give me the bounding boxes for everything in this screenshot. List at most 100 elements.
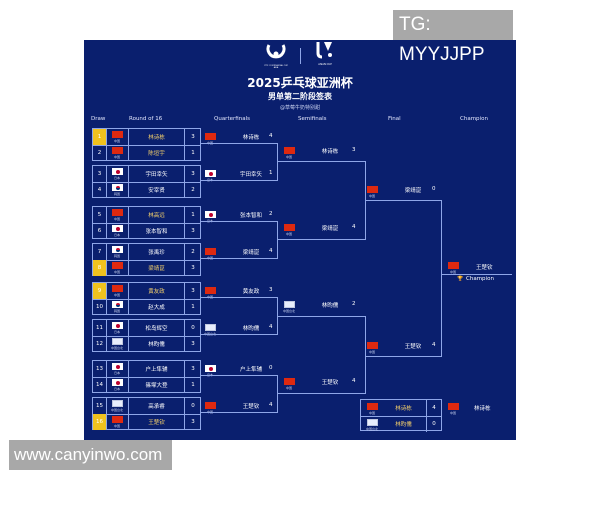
country-label: 中国 <box>368 349 375 354</box>
seed-number: 6 <box>93 223 107 239</box>
logo-divider <box>300 48 301 64</box>
player-name[interactable]: 林诗栋 <box>381 400 427 416</box>
player-name[interactable]: 宇田幸矢 <box>239 172 262 178</box>
player-name[interactable]: 林昀儒 <box>321 303 339 309</box>
seed-number: 8 <box>93 260 107 276</box>
trophy-icon: 🏆 <box>457 276 464 282</box>
row-divider <box>93 336 200 337</box>
player-score: 1 <box>191 212 195 218</box>
bracket-line <box>201 258 277 259</box>
flag-cell <box>107 336 129 352</box>
player-name[interactable]: 张禹珍 <box>129 244 185 260</box>
country-label: 中国 <box>285 385 292 390</box>
player-name[interactable]: 篠塚大登 <box>129 377 185 393</box>
continental-cup-logo: ITTF CONTINENTAL CUP ASIA <box>263 43 289 69</box>
cn-flag-icon <box>448 403 459 410</box>
player-name[interactable]: 户上隼辅 <box>239 367 262 373</box>
player-name[interactable]: 张本智和 <box>129 223 185 239</box>
player-name[interactable]: 户上隼辅 <box>129 361 185 377</box>
flag-cell <box>107 207 129 223</box>
player-name[interactable]: 林昀儒 <box>242 326 260 332</box>
country-label: 日本 <box>200 219 220 223</box>
player-score: 4 <box>432 405 436 411</box>
player-name[interactable]: 林昀儒 <box>381 416 427 432</box>
champion-name[interactable]: 王楚钦 <box>476 265 493 271</box>
flag-cell <box>107 398 129 414</box>
player-score: 0 <box>191 325 195 331</box>
player-name[interactable]: 林诗栋 <box>129 129 185 145</box>
country-label: 中国 <box>200 256 220 260</box>
cn-flag-icon <box>367 186 378 193</box>
bracket-line <box>277 161 365 162</box>
player-name[interactable]: 林诗栋 <box>242 135 260 141</box>
cn-flag-icon <box>205 133 216 140</box>
bracket-line <box>201 180 277 181</box>
bracket-line <box>277 316 365 317</box>
seed-number: 1 <box>93 129 107 145</box>
player-name[interactable]: 陈垣宇 <box>129 145 185 161</box>
cn-flag-icon <box>112 131 123 138</box>
country-label: 中国台北 <box>365 426 378 431</box>
row-divider <box>93 260 200 261</box>
player-name[interactable]: 张本智和 <box>239 213 262 219</box>
player-name[interactable]: 黄友政 <box>129 283 185 299</box>
player-score: 4 <box>269 133 273 139</box>
country-label: 日本 <box>200 373 220 377</box>
bracket-line <box>277 143 278 181</box>
seed-number: 12 <box>93 336 107 352</box>
flag-cell <box>107 166 129 182</box>
player-name[interactable]: 林诗栋 <box>321 149 339 155</box>
cn-flag-icon <box>205 287 216 294</box>
cn-flag-icon <box>112 147 123 154</box>
player-score: 3 <box>191 419 195 425</box>
player-name[interactable]: 松岛辉空 <box>129 320 185 336</box>
player-name[interactable]: 宇田幸矢 <box>129 166 185 182</box>
country-label: 韩国 <box>113 191 120 196</box>
player-name[interactable]: 梁靖崑 <box>242 250 260 256</box>
seed-number: 7 <box>93 244 107 260</box>
jp-flag-icon <box>112 225 123 232</box>
jp-flag-icon <box>205 211 216 218</box>
seed-number: 13 <box>93 361 107 377</box>
row-divider <box>93 414 200 415</box>
bracket-line <box>441 274 512 275</box>
country-label: 日本 <box>113 329 120 334</box>
bracket-line <box>441 200 442 357</box>
cn-flag-icon <box>367 342 378 349</box>
player-name[interactable]: 安宰贤 <box>129 182 185 198</box>
player-name[interactable]: 王楚钦 <box>129 414 185 430</box>
player-name[interactable]: 高承睿 <box>129 398 185 414</box>
player-name[interactable]: 王楚钦 <box>321 380 339 386</box>
player-name[interactable]: 赵大成 <box>129 299 185 315</box>
cn-flag-icon <box>205 248 216 255</box>
player-name[interactable]: 林高远 <box>129 207 185 223</box>
flag-cell <box>107 223 129 239</box>
seed-number: 4 <box>93 182 107 198</box>
cn-flag-icon <box>205 402 216 409</box>
cn-flag-icon <box>284 378 295 385</box>
country-label: 中国 <box>449 410 456 415</box>
player-name[interactable]: 王楚钦 <box>242 404 260 410</box>
player-name[interactable]: 王楚钦 <box>404 344 422 350</box>
country-label: 中国 <box>285 231 292 236</box>
player-name[interactable]: 梁靖崑 <box>404 188 422 194</box>
cn-flag-icon <box>112 262 123 269</box>
kr-flag-icon <box>112 246 123 253</box>
country-label: 中国 <box>449 269 456 274</box>
player-name[interactable]: 梁靖崑 <box>321 226 339 232</box>
bracket-line <box>365 356 441 357</box>
player-name[interactable]: 林昀儒 <box>129 336 185 352</box>
country-label: 中国台北 <box>200 332 220 336</box>
country-label: 中国 <box>368 193 375 198</box>
country-label: 中国 <box>113 269 120 274</box>
flag-cell <box>107 320 129 336</box>
jp-flag-icon <box>112 363 123 370</box>
player-score: 1 <box>269 170 273 176</box>
player-name[interactable]: 黄友政 <box>242 289 260 295</box>
player-score: 3 <box>191 341 195 347</box>
player-name[interactable]: 梁靖崑 <box>129 260 185 276</box>
third-place-winner-name[interactable]: 林诗栋 <box>474 406 491 412</box>
player-score: 0 <box>432 421 436 427</box>
